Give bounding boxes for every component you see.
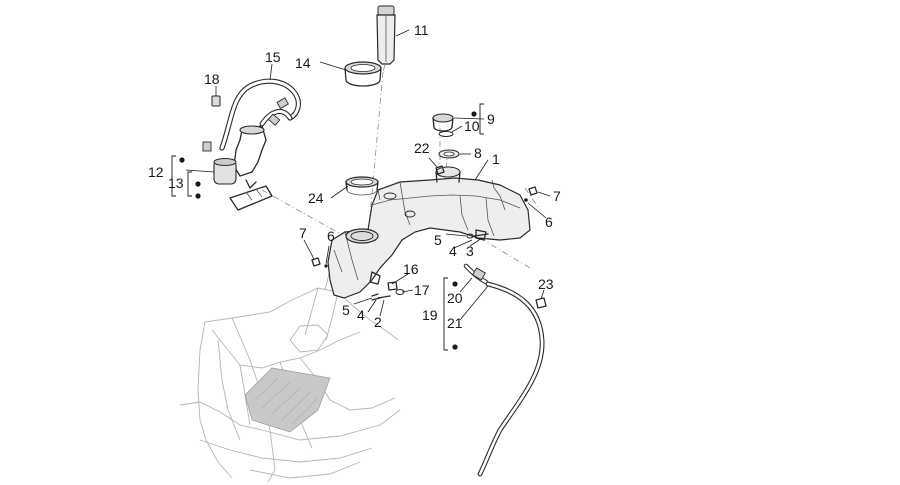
label-20: 20 [447, 290, 463, 306]
label-15: 15 [265, 49, 281, 65]
label-3: 3 [466, 243, 474, 259]
breather-pipe [463, 263, 545, 477]
label-8: 8 [474, 145, 482, 161]
fasteners [311, 165, 547, 309]
label-23: 23 [538, 276, 554, 292]
label-17: 17 [414, 282, 430, 298]
scooter-frame [179, 261, 401, 483]
label-10: 10 [464, 118, 480, 134]
label-11: 11 [414, 22, 429, 38]
fuel-pump-assembly [213, 125, 273, 211]
label-22: 22 [414, 140, 430, 156]
label-7-left: 7 [299, 225, 307, 241]
label-4-right: 4 [449, 243, 457, 259]
label-12: 12 [148, 164, 164, 180]
label-19: 19 [422, 307, 438, 323]
level-sensor [376, 5, 396, 65]
label-9: 9 [487, 111, 495, 127]
label-16: 16 [403, 261, 419, 277]
fuel-hose [202, 78, 301, 152]
fuel-cap-assembly [432, 113, 460, 159]
label-7-right: 7 [553, 188, 561, 204]
hose-clip [211, 95, 221, 107]
group-brackets [171, 103, 484, 351]
leader-lines [185, 29, 551, 321]
label-18: 18 [204, 71, 220, 87]
label-1: 1 [492, 151, 500, 167]
callout-labels: 11 14 15 18 9 10 8 22 1 12 13 7 6 24 7 6… [148, 22, 561, 331]
label-4-left: 4 [357, 307, 365, 323]
label-6-left: 6 [327, 228, 335, 244]
label-14: 14 [295, 55, 311, 71]
label-5-left: 5 [342, 302, 350, 318]
label-24: 24 [308, 190, 324, 206]
ring-nut [344, 61, 382, 87]
label-6-right: 6 [545, 214, 553, 230]
gasket-ring [345, 176, 379, 196]
label-5-right: 5 [434, 232, 442, 248]
fuel-tank [327, 166, 531, 299]
label-21: 21 [447, 315, 463, 331]
label-13: 13 [168, 175, 184, 191]
label-2: 2 [374, 314, 382, 330]
